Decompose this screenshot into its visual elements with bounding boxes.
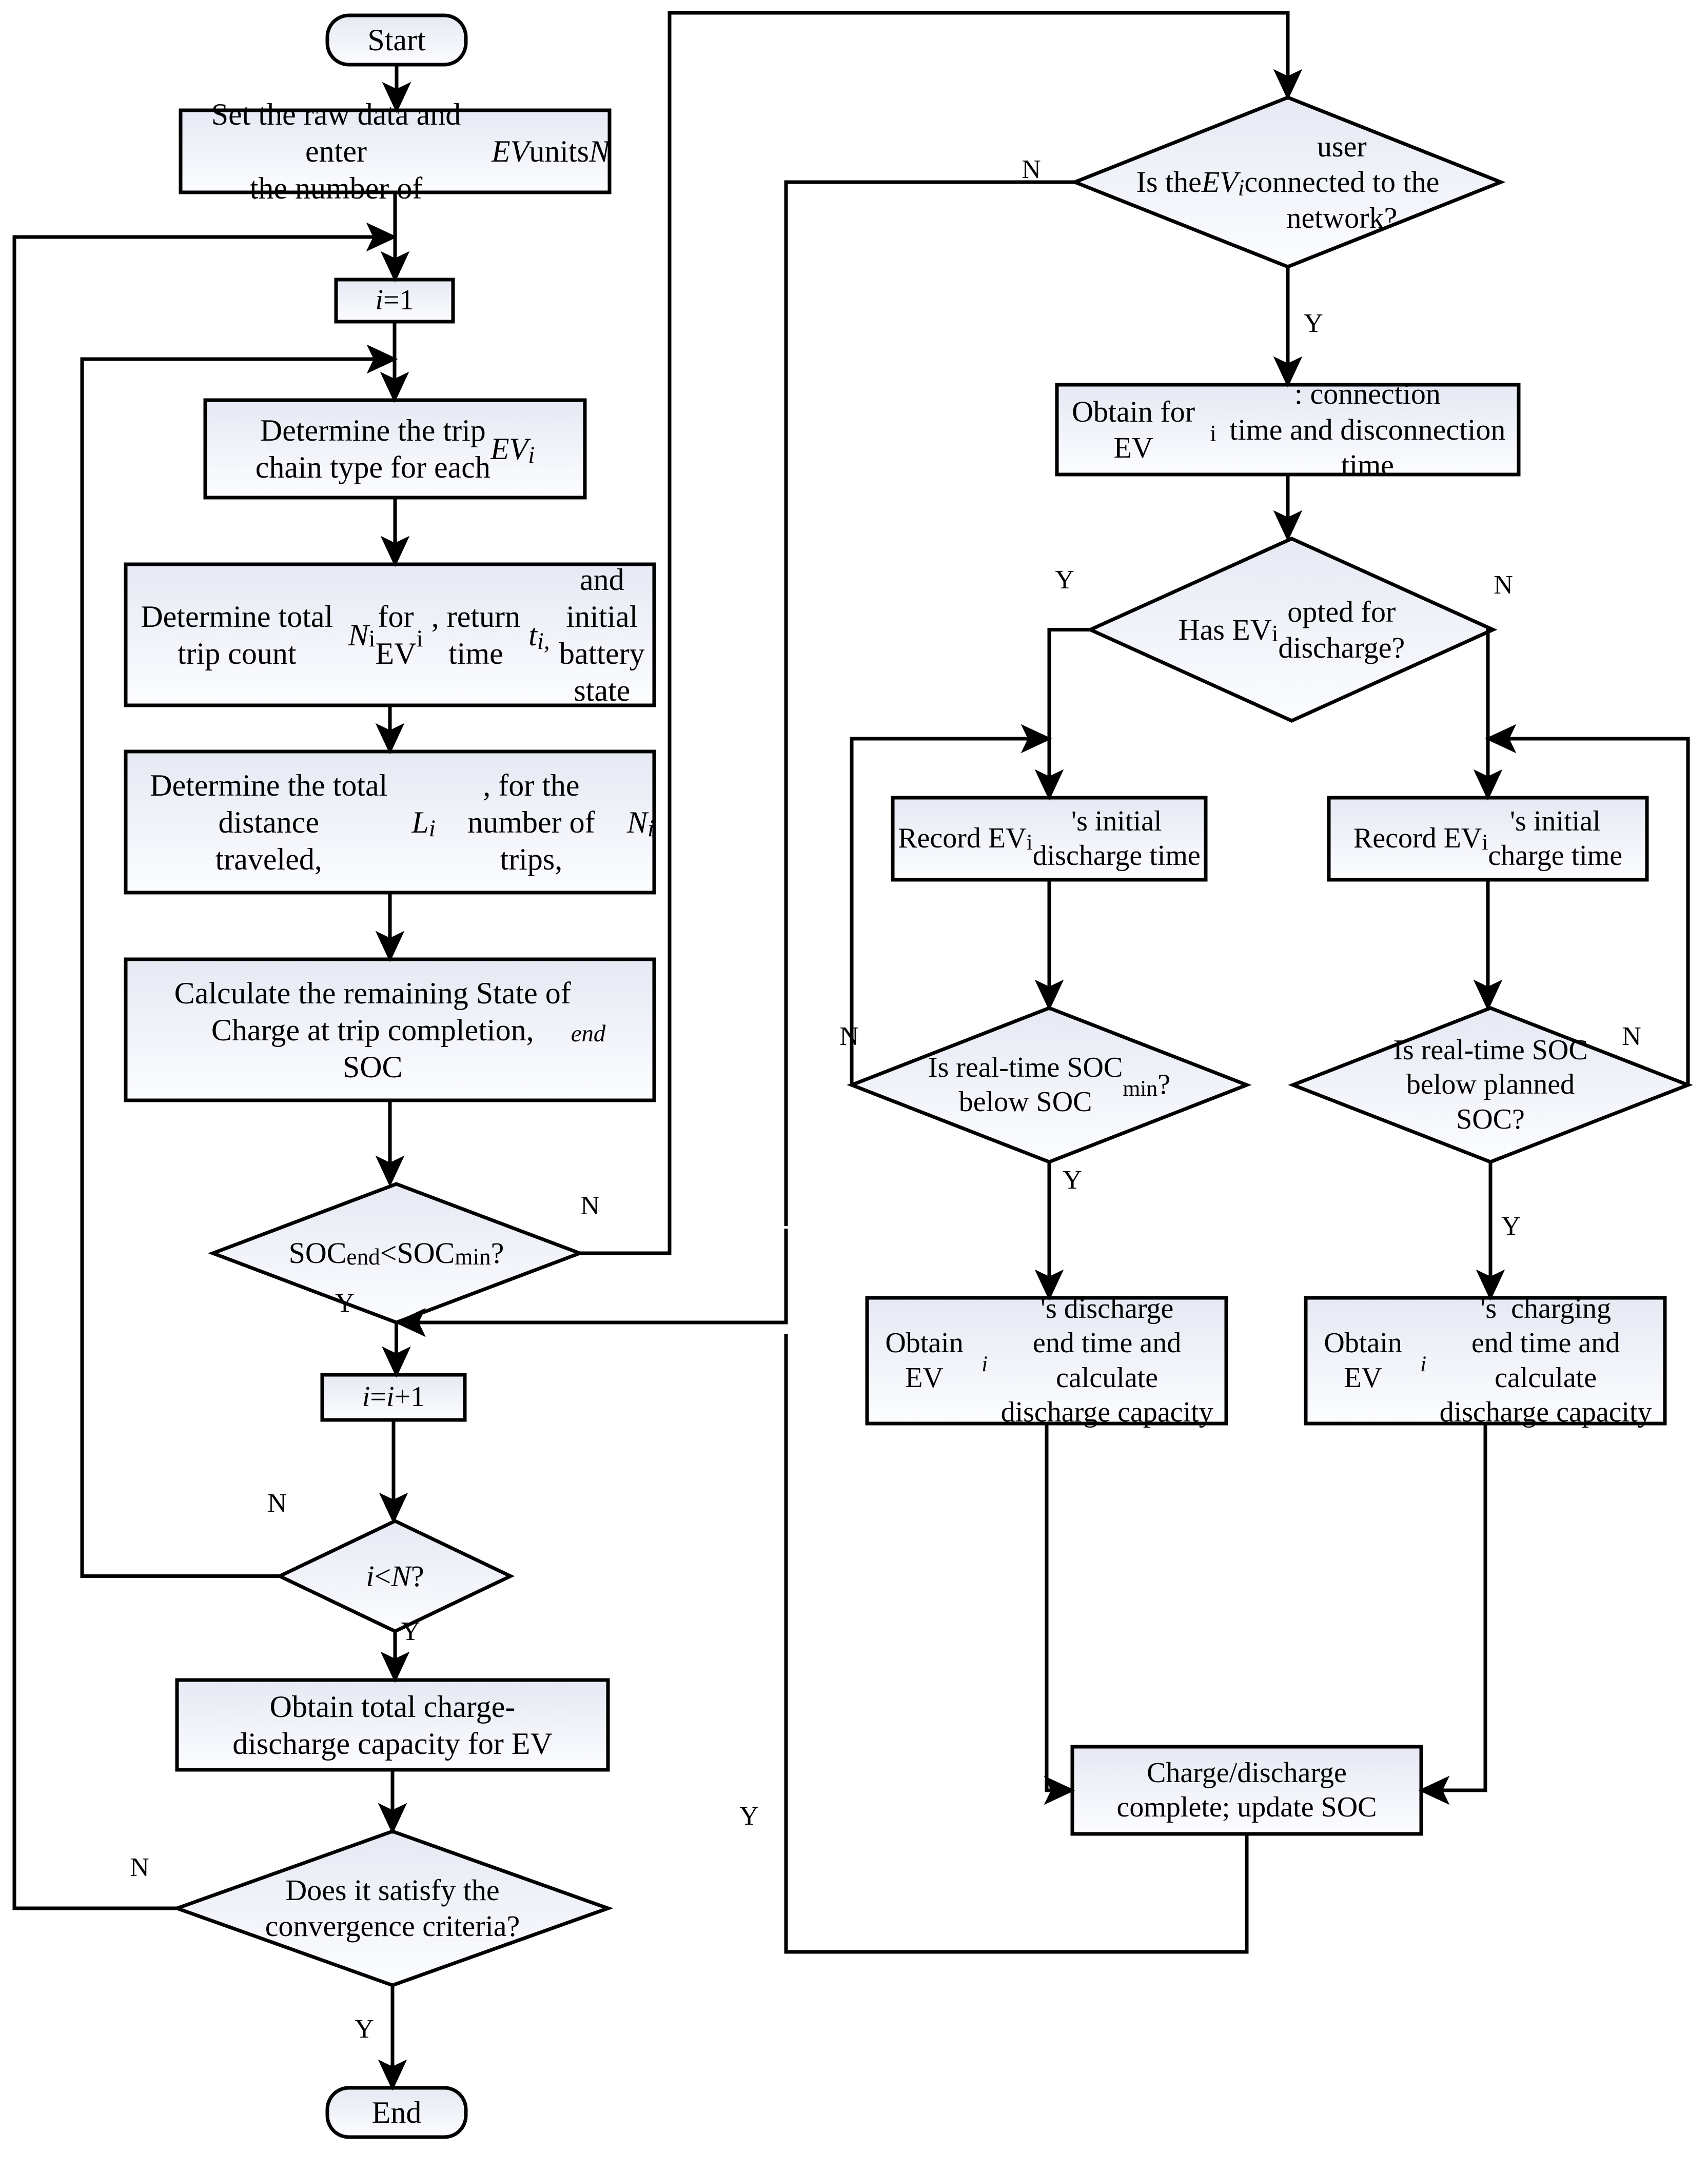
node-end	[325, 2086, 468, 2139]
node-complete	[1070, 1745, 1423, 1836]
edge-label-lbl-socmin-y: Y	[1063, 1165, 1082, 1195]
edge-optdis-no	[1473, 628, 1503, 801]
node-disend	[865, 1296, 1228, 1426]
edge-label-lbl-opt-y: Y	[1055, 565, 1074, 595]
edge-label-lbl-conn-n: N	[1022, 154, 1041, 184]
node-iltn	[275, 1519, 515, 1633]
edge-converge-no-loop	[12, 222, 398, 1910]
node-recdis	[891, 796, 1208, 882]
node-obtainconn	[1055, 383, 1521, 477]
node-socmin_dec	[847, 1006, 1252, 1164]
edge-disend-complete	[1044, 1424, 1075, 1805]
node-tripchain	[203, 398, 587, 500]
node-tripcount	[124, 562, 656, 707]
edge-label-lbl-conn-y: Y	[1304, 308, 1323, 338]
edge-complete-loopback	[784, 1334, 1249, 1954]
node-socend_dec	[208, 1182, 585, 1325]
edge-optdis-yes	[1034, 628, 1090, 801]
node-chgend	[1304, 1296, 1667, 1426]
edge-chgend-complete	[1418, 1424, 1487, 1805]
nodes-layer	[124, 13, 1693, 2139]
node-soccalc	[124, 957, 656, 1102]
node-recchg	[1327, 796, 1649, 882]
edge-label-lbl-socplan-y: Y	[1501, 1211, 1521, 1241]
node-iplus	[320, 1373, 467, 1422]
node-start	[325, 13, 468, 67]
edge-socenddec-no-to-connected	[580, 11, 1303, 1255]
node-optdis	[1086, 537, 1498, 723]
node-setraw	[179, 108, 612, 194]
edge-rightcolumn-return	[394, 1229, 788, 1337]
edge-label-lbl-return-y: Y	[739, 1801, 759, 1831]
node-i1	[334, 278, 455, 324]
edge-iltn-no-loop	[80, 344, 398, 1578]
edge-label-lbl-converge-n: N	[130, 1852, 149, 1882]
edge-label-lbl-socend-y: Y	[335, 1288, 355, 1318]
edge-label-lbl-converge-y: Y	[355, 2014, 374, 2044]
edge-label-lbl-opt-n: N	[1494, 570, 1513, 600]
edge-connected-no	[784, 180, 1075, 1226]
edges-layer	[12, 11, 1690, 2091]
edge-label-lbl-socmin-n: N	[839, 1021, 859, 1051]
edge-socplan-no-loop	[1485, 724, 1690, 1085]
node-converge	[171, 1829, 614, 1987]
node-distance	[124, 749, 656, 895]
edge-label-lbl-iltn-y: Y	[401, 1616, 420, 1646]
node-connected	[1070, 95, 1506, 269]
edge-socmin-no-loop	[850, 724, 1052, 1085]
edge-label-lbl-socplan-n: N	[1622, 1021, 1641, 1051]
edge-label-lbl-socend-n: N	[580, 1191, 600, 1220]
node-totalcap	[175, 1678, 610, 1772]
edge-label-lbl-iltn-n: N	[267, 1488, 287, 1518]
